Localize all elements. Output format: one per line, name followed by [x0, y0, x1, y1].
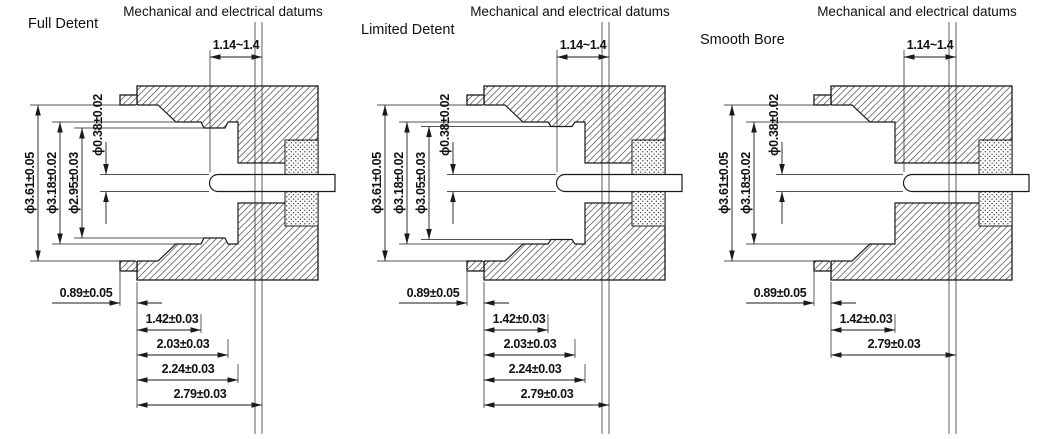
- bore-profile-upper: [831, 104, 979, 164]
- dim-len-1: 1.42±0.03: [493, 312, 546, 326]
- datum-label: Mechanical and electrical datums: [470, 4, 670, 19]
- shell-front-rim-bottom: [119, 260, 138, 272]
- bore-profile-upper: [137, 104, 285, 164]
- shell-front-rim-bottom: [813, 260, 832, 272]
- dim-pin-to-datum: 1.14~1.4: [560, 38, 607, 52]
- dim-len-total: 2.79±0.03: [868, 337, 921, 351]
- dimension-lines: [729, 54, 956, 358]
- shell-front-rim-top: [466, 94, 485, 106]
- variant-label: Full Detent: [28, 16, 98, 32]
- dim-len-3: 2.24±0.03: [162, 362, 215, 376]
- panel-smooth-bore: Smooth Bore Mechanical and electrical da…: [700, 4, 1030, 434]
- extension-lines: [724, 50, 905, 358]
- dim-len-2: 2.03±0.03: [157, 337, 210, 351]
- dim-dia-outer: ϕ3.61±0.05: [717, 152, 731, 214]
- dimension-lines: [35, 54, 262, 408]
- bore-profile-lower: [137, 202, 285, 262]
- dim-dia-bore: ϕ3.18±0.02: [392, 152, 406, 214]
- center-pin: [555, 173, 683, 193]
- dim-dia-pin: ϕ0.38±0.02: [767, 94, 781, 156]
- bore-profile-upper: [484, 104, 632, 164]
- dielectric-lower: [284, 191, 319, 227]
- dielectric-upper: [284, 139, 319, 175]
- dim-len-2: 2.03±0.03: [504, 337, 557, 351]
- dim-dia-bore: ϕ3.18±0.02: [739, 152, 753, 214]
- shell-front-rim-top: [119, 94, 138, 106]
- dim-dia-detent: ϕ3.05±0.03: [414, 152, 428, 214]
- dim-dia-bore: ϕ3.18±0.02: [45, 152, 59, 214]
- datum-label: Mechanical and electrical datums: [123, 4, 323, 19]
- extension-lines: [30, 50, 239, 408]
- bore-profile-lower: [831, 202, 979, 262]
- panel-full-detent: Full Detent Mechanical and electrical da…: [23, 4, 336, 434]
- variant-label: Smooth Bore: [700, 32, 785, 48]
- dielectric-upper: [631, 139, 666, 175]
- center-pin: [902, 173, 1030, 193]
- dielectric-lower: [978, 191, 1013, 227]
- dielectric-upper: [978, 139, 1013, 175]
- extension-lines: [377, 50, 586, 408]
- dim-dia-pin: ϕ0.38±0.02: [91, 94, 105, 156]
- datum-label: Mechanical and electrical datums: [817, 4, 1017, 19]
- shell-front-rim-bottom: [466, 260, 485, 272]
- dim-dia-outer: ϕ3.61±0.05: [23, 152, 37, 214]
- dim-len-total: 2.79±0.03: [174, 387, 227, 401]
- dimension-lines: [382, 54, 609, 408]
- dim-rim-depth: 0.89±0.05: [754, 286, 807, 300]
- bore-profile-lower: [484, 202, 632, 262]
- dim-rim-depth: 0.89±0.05: [60, 286, 113, 300]
- dim-len-1: 1.42±0.03: [146, 312, 199, 326]
- dim-pin-to-datum: 1.14~1.4: [213, 38, 260, 52]
- dim-pin-to-datum: 1.14~1.4: [907, 38, 954, 52]
- dim-len-3: 2.24±0.03: [509, 362, 562, 376]
- variant-label: Limited Detent: [361, 22, 455, 38]
- dielectric-lower: [631, 191, 666, 227]
- dim-len-total: 2.79±0.03: [521, 387, 574, 401]
- dim-rim-depth: 0.89±0.05: [407, 286, 460, 300]
- center-pin: [208, 173, 336, 193]
- shell-front-rim-top: [813, 94, 832, 106]
- dim-dia-pin: ϕ0.38±0.02: [438, 94, 452, 156]
- dim-len-1: 1.42±0.03: [840, 312, 893, 326]
- panel-limited-detent: Limited Detent Mechanical and electrical…: [361, 4, 683, 434]
- dim-dia-outer: ϕ3.61±0.05: [370, 152, 384, 214]
- dim-dia-detent: ϕ2.95±0.03: [67, 152, 81, 214]
